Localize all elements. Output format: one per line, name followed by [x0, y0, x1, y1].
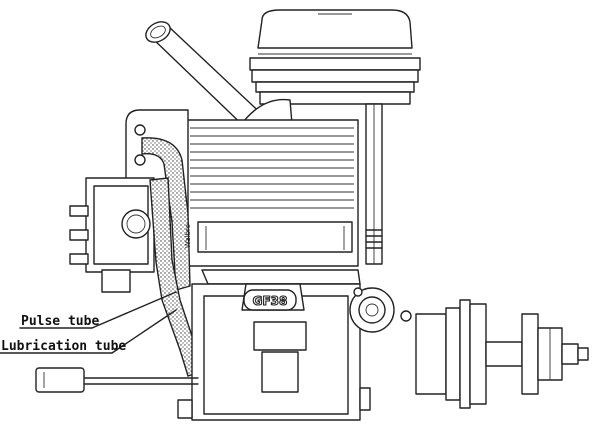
lubrication-tube-label: Lubrication tube — [1, 339, 126, 354]
ignition-lead — [35, 367, 199, 393]
carburetor — [69, 177, 155, 293]
output-shaft — [415, 299, 589, 409]
crankcase — [177, 269, 412, 421]
crankcase-marking: GF38 — [253, 294, 288, 308]
pulse-tube-leader — [91, 291, 177, 329]
valve-cover — [249, 9, 421, 105]
crankcase-badge — [243, 289, 297, 311]
lubrication-tube-leader — [111, 309, 177, 354]
pulse-tube-label: Pulse tube — [21, 314, 99, 329]
pushrod-tube — [365, 103, 383, 265]
cylinder — [185, 119, 359, 267]
carburetor-marking: Walbro — [184, 224, 192, 248]
